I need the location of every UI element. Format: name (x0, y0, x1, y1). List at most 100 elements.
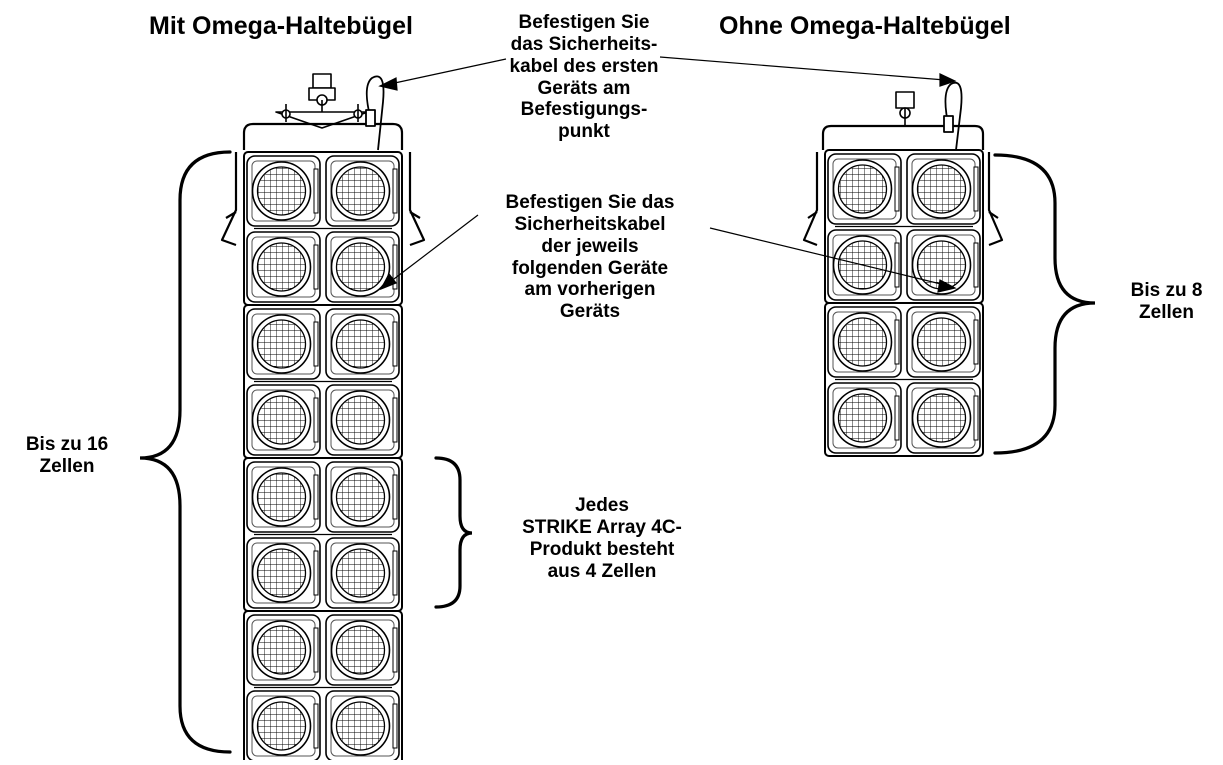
note-first-cable-line: Befestigen Sie (518, 12, 650, 33)
cell-side-rail (392, 244, 398, 290)
note-first-cable-line: Befestigungs- (520, 99, 648, 121)
led-cell (325, 461, 400, 533)
lens-grid (916, 393, 967, 443)
label-up-to-16-cells: Bis zu 16 Zellen (0, 434, 134, 478)
cell-side-rail (392, 397, 398, 443)
lens-grid (335, 625, 386, 675)
cell-side-rail (894, 395, 900, 441)
yoke-right (802, 124, 1004, 247)
lens-grid (837, 317, 888, 367)
cell-side-rail (313, 321, 319, 367)
strike-array-product (824, 302, 984, 457)
cell-side-rail (313, 244, 319, 290)
led-cell (246, 690, 321, 762)
strike-array-product (243, 304, 403, 459)
strike-array-product (243, 457, 403, 612)
brace-right-8-cells (993, 153, 1096, 455)
led-cell (906, 229, 981, 301)
note-first-cable: Befestigen Sie das Sicherheits- kabel de… (498, 12, 670, 143)
lens-grid (837, 164, 888, 214)
cell-side-rail (313, 703, 319, 749)
note-next-cables-line: folgenden Geräte (511, 257, 669, 279)
led-cell (906, 382, 981, 454)
label-up-to-8-cells-line: Zellen (1139, 301, 1194, 323)
safety-cable-right (943, 81, 963, 151)
cell-side-rail (392, 321, 398, 367)
note-product-cells-line: STRIKE Array 4C- (522, 516, 682, 538)
fixture-stacks (243, 149, 984, 765)
lens-grid (256, 625, 307, 675)
note-product-cells: Jedes STRIKE Array 4C- Produkt besteht a… (472, 495, 732, 582)
cell-side-rail (392, 474, 398, 520)
hanging-hardware (220, 73, 1004, 247)
led-cell (827, 153, 902, 225)
heading-without-omega: Ohne Omega-Haltebügel (719, 12, 1011, 40)
cell-side-rail (973, 166, 979, 212)
led-cell (325, 384, 400, 456)
lens-grid (335, 166, 386, 216)
lens-grid (335, 395, 386, 445)
cell-side-rail (973, 319, 979, 365)
arrow-next-cable-right (709, 227, 946, 286)
note-first-cable-line: das Sicherheits- (510, 33, 658, 55)
strike-array-product (824, 149, 984, 304)
led-cell (246, 537, 321, 609)
cell-side-rail (313, 397, 319, 443)
lens-grid (256, 701, 307, 751)
label-up-to-16-cells-line: Bis zu 16 (25, 434, 109, 455)
label-up-to-8-cells: Bis zu 8 Zellen (1110, 280, 1223, 324)
lens-grid (256, 472, 307, 522)
led-cell (827, 382, 902, 454)
strike-array-product (243, 151, 403, 306)
note-next-cables-line: der jeweils (541, 235, 639, 257)
note-first-cable-line: punkt (558, 121, 610, 143)
note-product-cells-line: aus 4 Zellen (547, 560, 657, 582)
arrow-first-cable-right (659, 56, 946, 81)
label-up-to-16-cells-line: Zellen (39, 455, 95, 477)
cell-side-rail (313, 168, 319, 214)
led-cell (246, 308, 321, 380)
lens-grid (335, 472, 386, 522)
cell-side-rail (894, 166, 900, 212)
cell-side-rail (392, 703, 398, 749)
led-cell (325, 231, 400, 303)
lens-grid (837, 393, 888, 443)
note-product-cells-line: Produkt besteht (529, 538, 675, 560)
led-cell (246, 384, 321, 456)
note-next-cables-line: Sicherheitskabel (514, 213, 666, 235)
lens-grid (335, 701, 386, 751)
lens-grid (256, 319, 307, 369)
lens-grid (256, 548, 307, 598)
label-up-to-8-cells-line: Bis zu 8 (1130, 280, 1203, 301)
led-cell (246, 231, 321, 303)
lens-grid (916, 164, 967, 214)
callout-arrows (378, 56, 957, 293)
cell-side-rail (392, 550, 398, 596)
led-cell (906, 153, 981, 225)
led-cell (325, 155, 400, 227)
note-next-cables: Befestigen Sie das Sicherheitskabel der … (470, 192, 710, 323)
lens-grid (335, 242, 386, 292)
arrow-next-cable-left (389, 214, 479, 283)
led-cell (246, 155, 321, 227)
note-product-cells-line: Jedes (575, 495, 629, 516)
note-next-cables-line: Geräts (559, 301, 621, 323)
lens-grid (916, 317, 967, 367)
lens-grid (256, 242, 307, 292)
led-cell (325, 614, 400, 686)
brace-left-16-cells (139, 150, 232, 754)
led-cell (325, 690, 400, 762)
led-cell (906, 306, 981, 378)
led-cell (246, 614, 321, 686)
note-next-cables-line: Befestigen Sie das (505, 192, 675, 213)
cell-side-rail (392, 627, 398, 673)
cell-side-rail (973, 242, 979, 288)
note-next-cables-line: am vorherigen (524, 279, 656, 301)
safety-cable-left (365, 75, 385, 151)
led-cell (827, 306, 902, 378)
lens-grid (256, 166, 307, 216)
led-cell (325, 308, 400, 380)
strike-array-product (243, 610, 403, 765)
